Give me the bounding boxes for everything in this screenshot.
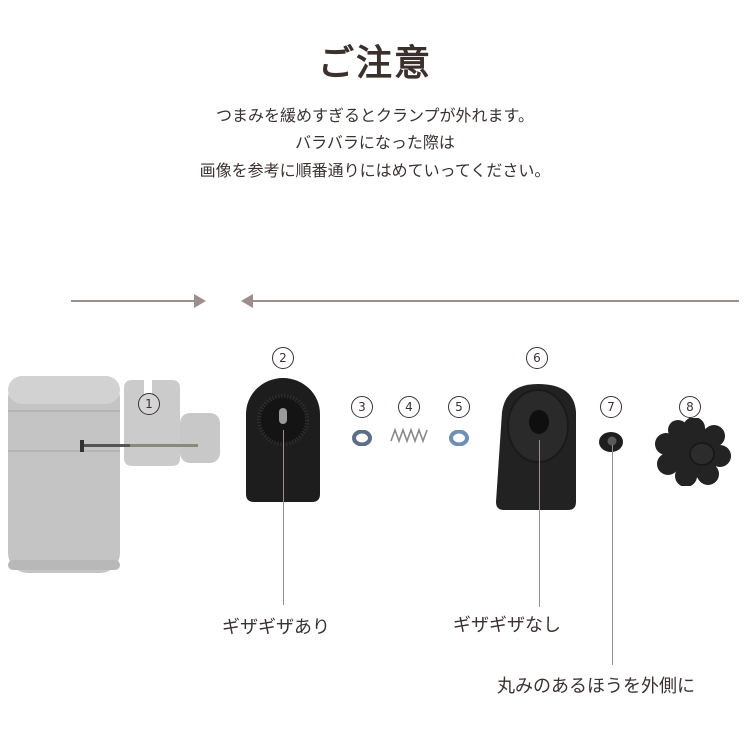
part-number-8: 8 (679, 396, 701, 418)
part-number-6: 6 (526, 347, 548, 369)
part-number-2: 2 (272, 347, 294, 369)
notice-line-2: バラバラになった際は (295, 133, 455, 152)
arrow-left-line (252, 300, 739, 302)
part-4-spring (389, 427, 431, 445)
part-number-7: 7 (600, 396, 622, 418)
part-7-nut (597, 430, 625, 454)
part-1-cup-holder (0, 370, 230, 580)
leader-line-part-7 (612, 445, 614, 665)
leader-line-part-6 (539, 440, 541, 607)
arrow-right-icon (194, 294, 206, 308)
arrow-right-line (71, 300, 195, 302)
notice-line-1: つまみを緩めすぎるとクランプが外れます。 (216, 106, 534, 125)
label-part-7: 丸みのあるほうを外側に (497, 676, 695, 697)
part-6-smooth-plate (496, 382, 580, 510)
part-number-5: 5 (448, 396, 470, 418)
part-5-washer (449, 429, 469, 447)
label-part-6: ギザギザなし (453, 615, 561, 636)
part-number-3: 3 (351, 396, 373, 418)
part-3-washer (352, 429, 372, 447)
part-8-knob (652, 417, 734, 487)
arrow-left-icon (241, 294, 253, 308)
label-part-2: ギザギザあり (222, 617, 330, 638)
leader-line-part-2 (283, 430, 285, 605)
part-number-4: 4 (398, 396, 420, 418)
part-number-1: 1 (138, 393, 160, 415)
page-title: ご注意 (317, 43, 432, 84)
notice-line-3: 画像を参考に順番通りにはめていってください。 (199, 161, 551, 180)
